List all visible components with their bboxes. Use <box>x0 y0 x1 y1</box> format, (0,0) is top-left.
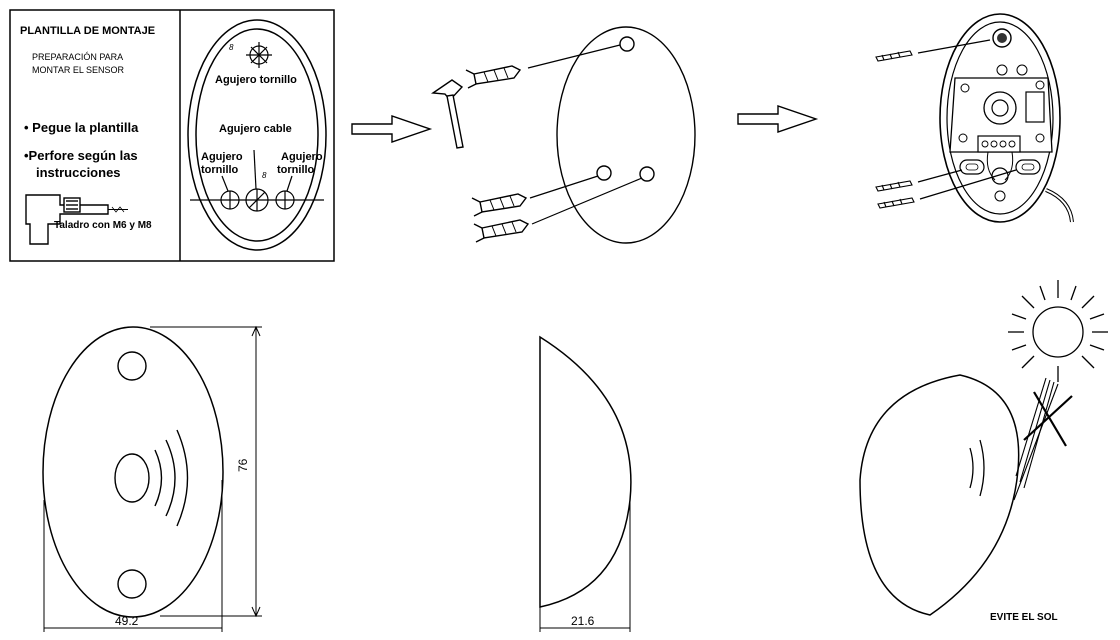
template-step1: • Pegue la plantilla <box>24 120 139 135</box>
arrow-right-icon <box>351 115 433 143</box>
label-screw-right-line1: Agujero <box>281 151 323 163</box>
mark-center: 8 <box>262 171 267 180</box>
sensor-side-profile <box>539 335 632 608</box>
terminal-block <box>977 135 1021 153</box>
dimension-depth: 21.6 <box>571 614 595 628</box>
template-prep-line2: MONTAR EL SENSOR <box>32 65 125 75</box>
hammer-icon <box>430 79 464 149</box>
sun-icon <box>1008 280 1108 382</box>
template-step2-line2: instrucciones <box>36 165 121 180</box>
sensor-cable <box>1045 188 1074 223</box>
screw-icon <box>877 197 915 209</box>
drill-caption: Taladro con M6 y M8 <box>54 220 152 231</box>
front-bottom-screw-hole <box>117 569 147 599</box>
template-inner-oval <box>195 28 319 242</box>
mark-top: 8 <box>229 43 234 52</box>
screw-icon <box>875 180 913 192</box>
screw-icon <box>875 50 913 62</box>
template-frame <box>9 9 335 262</box>
label-screw-right-line2: tornillo <box>277 164 315 176</box>
mounting-template-panel: PLANTILLA DE MONTAJE PREPARACIÓN PARA MO… <box>9 9 335 262</box>
avoid-sun-warning: EVITE EL SOL <box>859 280 1108 623</box>
front-top-screw-hole <box>117 351 147 381</box>
wall-plug-step <box>430 26 696 244</box>
bottom-hole-targets <box>190 149 324 212</box>
wall-plug-icon <box>471 193 528 217</box>
label-screw-left-line2: tornillo <box>201 164 239 176</box>
front-view-dimensions: 76 49.2 <box>42 325 262 632</box>
template-step2-line1: •Perfore según las <box>24 148 138 163</box>
drill-icon <box>25 194 128 245</box>
dimension-width: 49.2 <box>115 614 139 628</box>
label-cable-hole: Agujero cable <box>219 123 292 135</box>
side-view-dimensions: 21.6 <box>539 335 632 632</box>
sensor-angled-body <box>859 374 1020 616</box>
template-outer-oval <box>187 19 327 251</box>
sensor-board-step <box>875 13 1074 223</box>
avoid-sun-label: EVITE EL SOL <box>990 612 1058 623</box>
wall-plug-icon <box>473 219 530 243</box>
top-screw-hole-target <box>246 42 272 68</box>
arrow-right-icon <box>737 105 819 133</box>
template-title: PLANTILLA DE MONTAJE <box>20 25 155 37</box>
template-prep-line1: PREPARACIÓN PARA <box>32 52 123 62</box>
dimension-height: 76 <box>236 458 250 472</box>
mounting-base-plate <box>556 26 696 244</box>
front-lens <box>114 453 150 503</box>
wall-plug-icon <box>465 65 522 89</box>
label-screw-hole-top: Agujero tornillo <box>215 74 297 86</box>
cross-icon <box>1023 391 1073 447</box>
label-screw-left-line1: Agujero <box>201 151 243 163</box>
